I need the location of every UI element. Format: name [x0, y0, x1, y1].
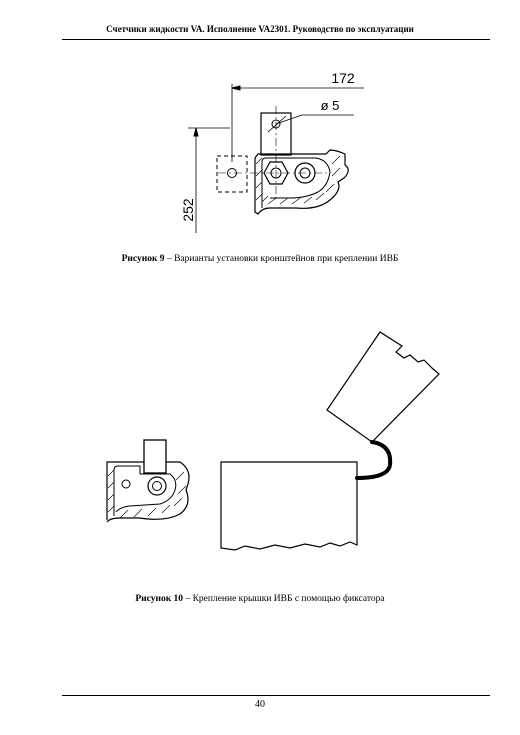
- figure-10-caption-label: Рисунок 10: [135, 594, 184, 604]
- figure-9-caption-label: Рисунок 9: [121, 254, 165, 264]
- dim-height-label: 252: [180, 198, 196, 222]
- figure-10-caption: Рисунок 10 – Крепление крышки ИВБ с помо…: [0, 594, 520, 604]
- figure-9-caption-text: – Варианты установки кронштейнов при кре…: [164, 254, 399, 264]
- header-rule: [62, 39, 490, 40]
- dim-hole-label: ø 5: [321, 98, 340, 113]
- figure-9-caption: Рисунок 9 – Варианты установки кронштейн…: [0, 254, 520, 264]
- dim-width-label: 172: [331, 70, 355, 86]
- page-number: 40: [255, 699, 265, 710]
- document-header: Счетчики жидкости VA. Исполнение VA2301.…: [106, 24, 414, 34]
- footer-rule: [62, 695, 490, 696]
- figure-10-caption-text: – Крепление крышки ИВБ с помощью фиксато…: [183, 594, 385, 604]
